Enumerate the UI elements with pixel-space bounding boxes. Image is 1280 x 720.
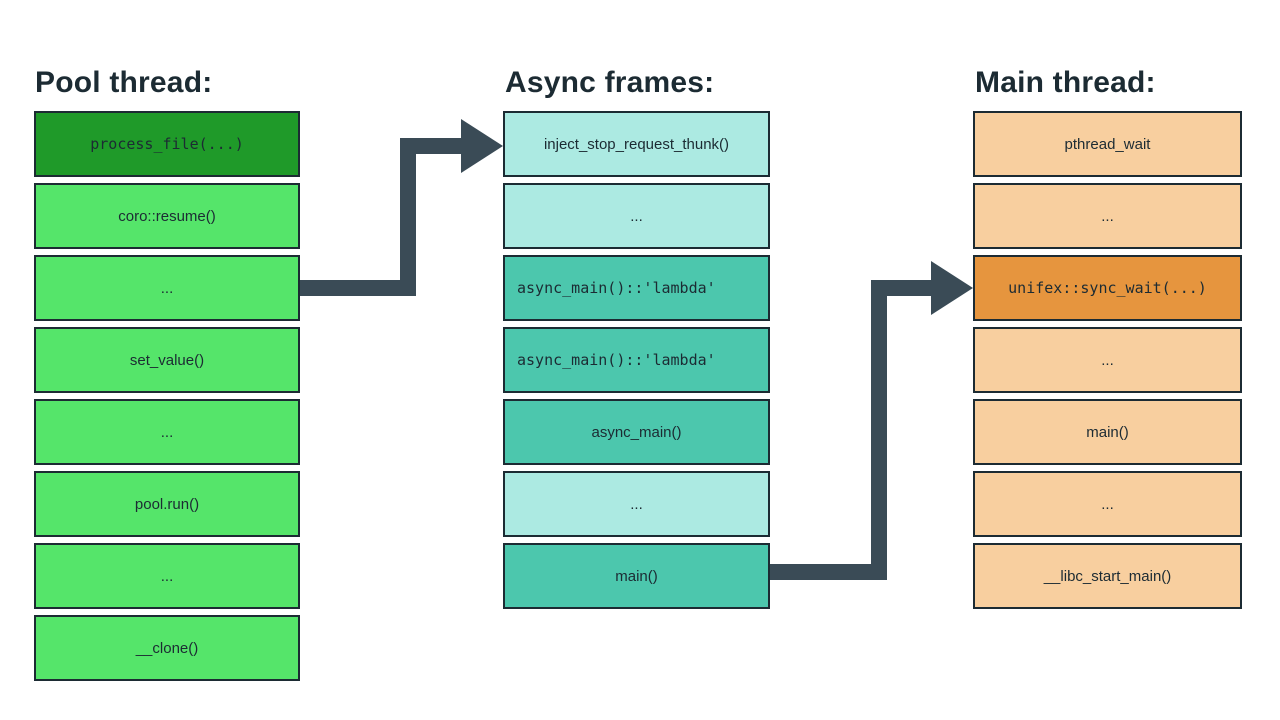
arrow-pool-to-async-head (461, 119, 503, 173)
stack-frame-main: main() (973, 399, 1242, 465)
stack-frame-pthread-wait: pthread_wait (973, 111, 1242, 177)
stack-frame-ellipsis: ... (34, 255, 300, 321)
stack-frame-ellipsis: ... (973, 471, 1242, 537)
stack-frame-process-file: process_file(...) (34, 111, 300, 177)
arrow-pool-to-async-line (300, 138, 461, 296)
stack-frame-async-main-lambda: async_main()::'lambda' (503, 255, 770, 321)
stack-frame-ellipsis: ... (973, 183, 1242, 249)
stack-frame-coro-resume: coro::resume() (34, 183, 300, 249)
stack-frame-clone: __clone() (34, 615, 300, 681)
stack-frame-ellipsis: ... (34, 399, 300, 465)
pool-thread-stack: process_file(...) coro::resume() ... set… (34, 111, 300, 681)
stack-frame-ellipsis: ... (973, 327, 1242, 393)
stack-frame-libc-start-main: __libc_start_main() (973, 543, 1242, 609)
arrow-pool-to-async (300, 119, 503, 296)
stack-frame-ellipsis: ... (34, 543, 300, 609)
main-thread-stack: pthread_wait ... unifex::sync_wait(...) … (973, 111, 1242, 609)
async-frames-stack: inject_stop_request_thunk() ... async_ma… (503, 111, 770, 609)
stack-frame-main: main() (503, 543, 770, 609)
stack-frame-ellipsis: ... (503, 183, 770, 249)
async-frames-title: Async frames: (505, 66, 715, 99)
pool-thread-title: Pool thread: (35, 66, 213, 99)
stack-frame-async-main: async_main() (503, 399, 770, 465)
arrow-async-to-main-line (770, 280, 931, 580)
stack-frame-set-value: set_value() (34, 327, 300, 393)
stack-frame-async-main-lambda: async_main()::'lambda' (503, 327, 770, 393)
arrow-async-to-main-head (931, 261, 973, 315)
main-thread-title: Main thread: (975, 66, 1156, 99)
stack-frame-ellipsis: ... (503, 471, 770, 537)
arrow-async-to-main (770, 261, 973, 580)
stack-frame-pool-run: pool.run() (34, 471, 300, 537)
stack-frame-inject-stop-request-thunk: inject_stop_request_thunk() (503, 111, 770, 177)
stack-frame-unifex-sync-wait: unifex::sync_wait(...) (973, 255, 1242, 321)
